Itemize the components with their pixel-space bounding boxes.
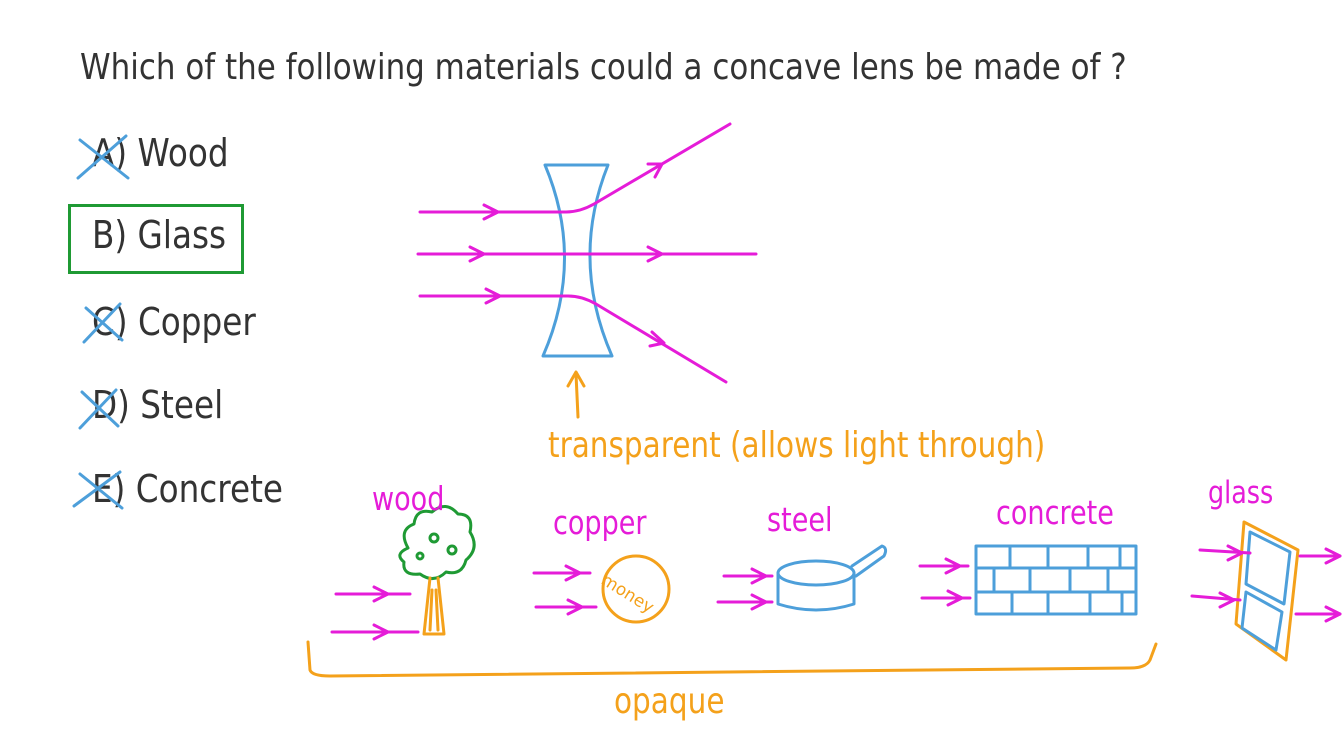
cross-mark-e bbox=[72, 470, 124, 510]
option-e: E) Concrete bbox=[92, 467, 284, 511]
option-b: B) Glass bbox=[92, 213, 227, 257]
opaque-bracket bbox=[306, 640, 1158, 678]
transparent-label: transparent (allows light through) bbox=[548, 425, 1046, 466]
cross-mark-c bbox=[82, 302, 124, 344]
coin-icon bbox=[601, 554, 671, 624]
concrete-label: concrete bbox=[996, 493, 1114, 532]
wood-light-arrows bbox=[330, 585, 420, 641]
glass-label: glass bbox=[1208, 475, 1274, 511]
ray-top bbox=[418, 122, 732, 221]
copper-light-arrows bbox=[532, 564, 598, 616]
correct-answer-box bbox=[68, 204, 244, 274]
opaque-label: opaque bbox=[614, 681, 725, 722]
ray-bottom bbox=[418, 287, 728, 384]
ray-middle bbox=[416, 245, 758, 263]
cross-mark-d bbox=[78, 388, 120, 430]
lens-pointer-arrow bbox=[566, 370, 586, 419]
pan-icon bbox=[776, 544, 888, 612]
option-c: C) Copper bbox=[92, 300, 256, 344]
question-text: Which of the following materials could a… bbox=[80, 47, 1127, 88]
copper-label: copper bbox=[553, 503, 647, 542]
brick-wall-icon bbox=[974, 544, 1138, 616]
steel-light-arrows bbox=[716, 567, 774, 611]
window-icon bbox=[1234, 520, 1300, 662]
concave-lens bbox=[541, 163, 614, 358]
steel-label: steel bbox=[767, 500, 833, 539]
glass-light-arrows bbox=[1190, 544, 1342, 623]
cross-mark-a bbox=[76, 134, 130, 180]
concrete-light-arrows bbox=[918, 557, 972, 607]
wood-label: wood bbox=[372, 479, 445, 518]
tree-icon bbox=[398, 505, 476, 636]
